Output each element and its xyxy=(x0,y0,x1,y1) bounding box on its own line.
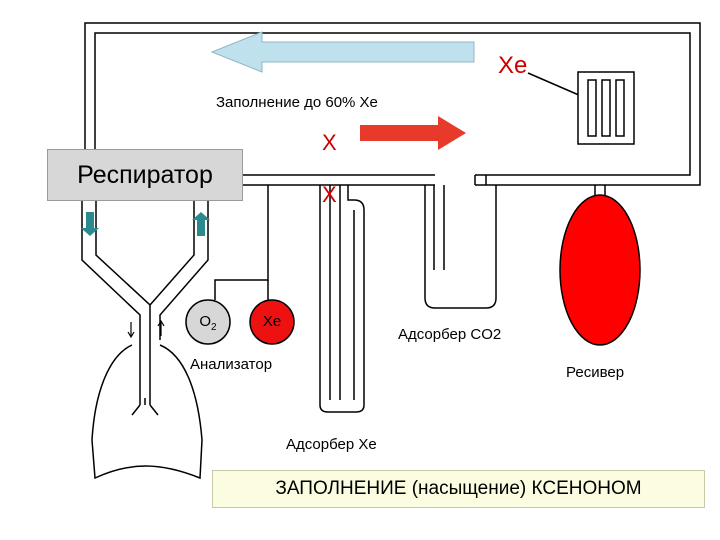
xe-circle-label: Xe xyxy=(262,313,282,330)
lungs xyxy=(91,340,203,480)
adsorber-xe-label: Адсорбер Xe xyxy=(286,436,377,453)
o2-subscript: 2 xyxy=(211,322,217,333)
respirator-box: Респиратор xyxy=(47,149,243,201)
o2-text: O xyxy=(199,313,212,330)
flow-arrow-right xyxy=(360,116,466,150)
o2-analyzer xyxy=(185,299,231,345)
xe-analyzer xyxy=(249,299,295,345)
valve-1: X xyxy=(322,130,337,155)
xe-source-label: Xe xyxy=(498,52,528,79)
valve-2: X xyxy=(322,182,337,207)
main-tube xyxy=(84,22,701,186)
o2-label: O2 xyxy=(186,313,230,333)
diagram-title: ЗАПОЛНЕНИЕ (насыщение) КСЕНОНОМ xyxy=(212,470,705,508)
exhale-arrow xyxy=(192,212,210,236)
analyzer-label: Анализатор xyxy=(190,356,273,373)
adsorber-xe xyxy=(319,185,365,413)
receiver-label: Ресивер xyxy=(566,364,625,381)
fill-level-label: Заполнение до 60% Xe xyxy=(216,94,378,111)
adsorber-co2 xyxy=(424,175,497,309)
inhale-arrow xyxy=(81,212,99,236)
receiver xyxy=(559,185,641,346)
adsorber-co2-label: Адсорбер CO2 xyxy=(398,326,502,343)
respirator-label: Респиратор xyxy=(77,160,213,189)
return-flow-arrow xyxy=(210,31,475,73)
analyzer-line xyxy=(214,185,269,300)
xe-cylinder xyxy=(577,71,635,145)
